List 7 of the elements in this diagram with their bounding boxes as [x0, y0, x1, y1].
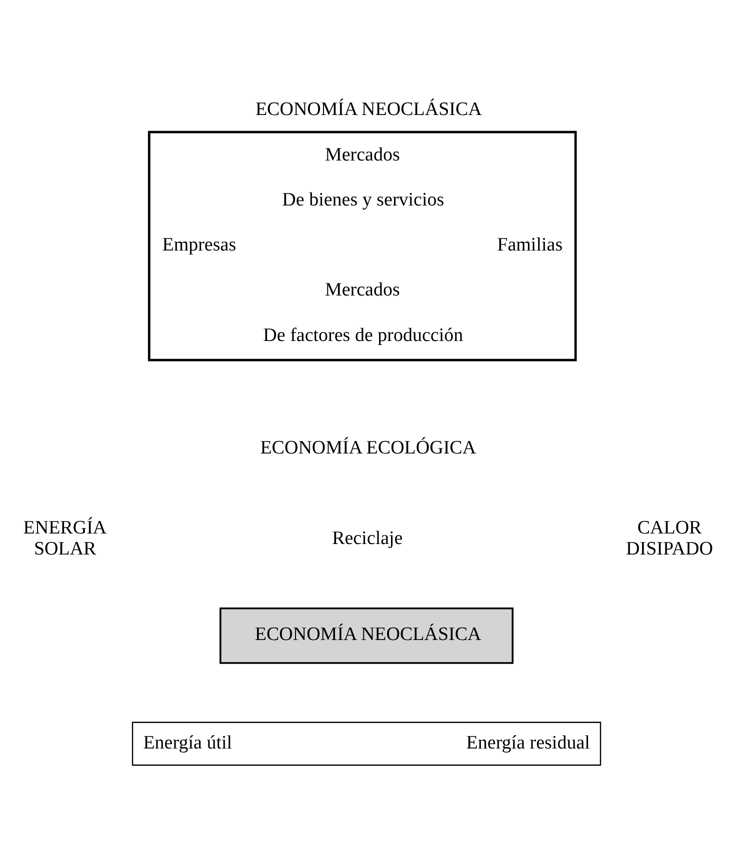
label: ENERGÍA SOLAR [22, 516, 106, 560]
node-box: Energía útil Energía residual [131, 721, 601, 766]
node-box: ECONOMÍA NEOCLÁSICA [219, 606, 513, 664]
label: CALOR DISIPADO [626, 516, 712, 560]
label: Reciclaje [332, 527, 402, 548]
label: ECONOMÍA ECOLÓGICA [260, 437, 476, 458]
node-label: ECONOMÍA NEOCLÁSICA [254, 98, 482, 120]
